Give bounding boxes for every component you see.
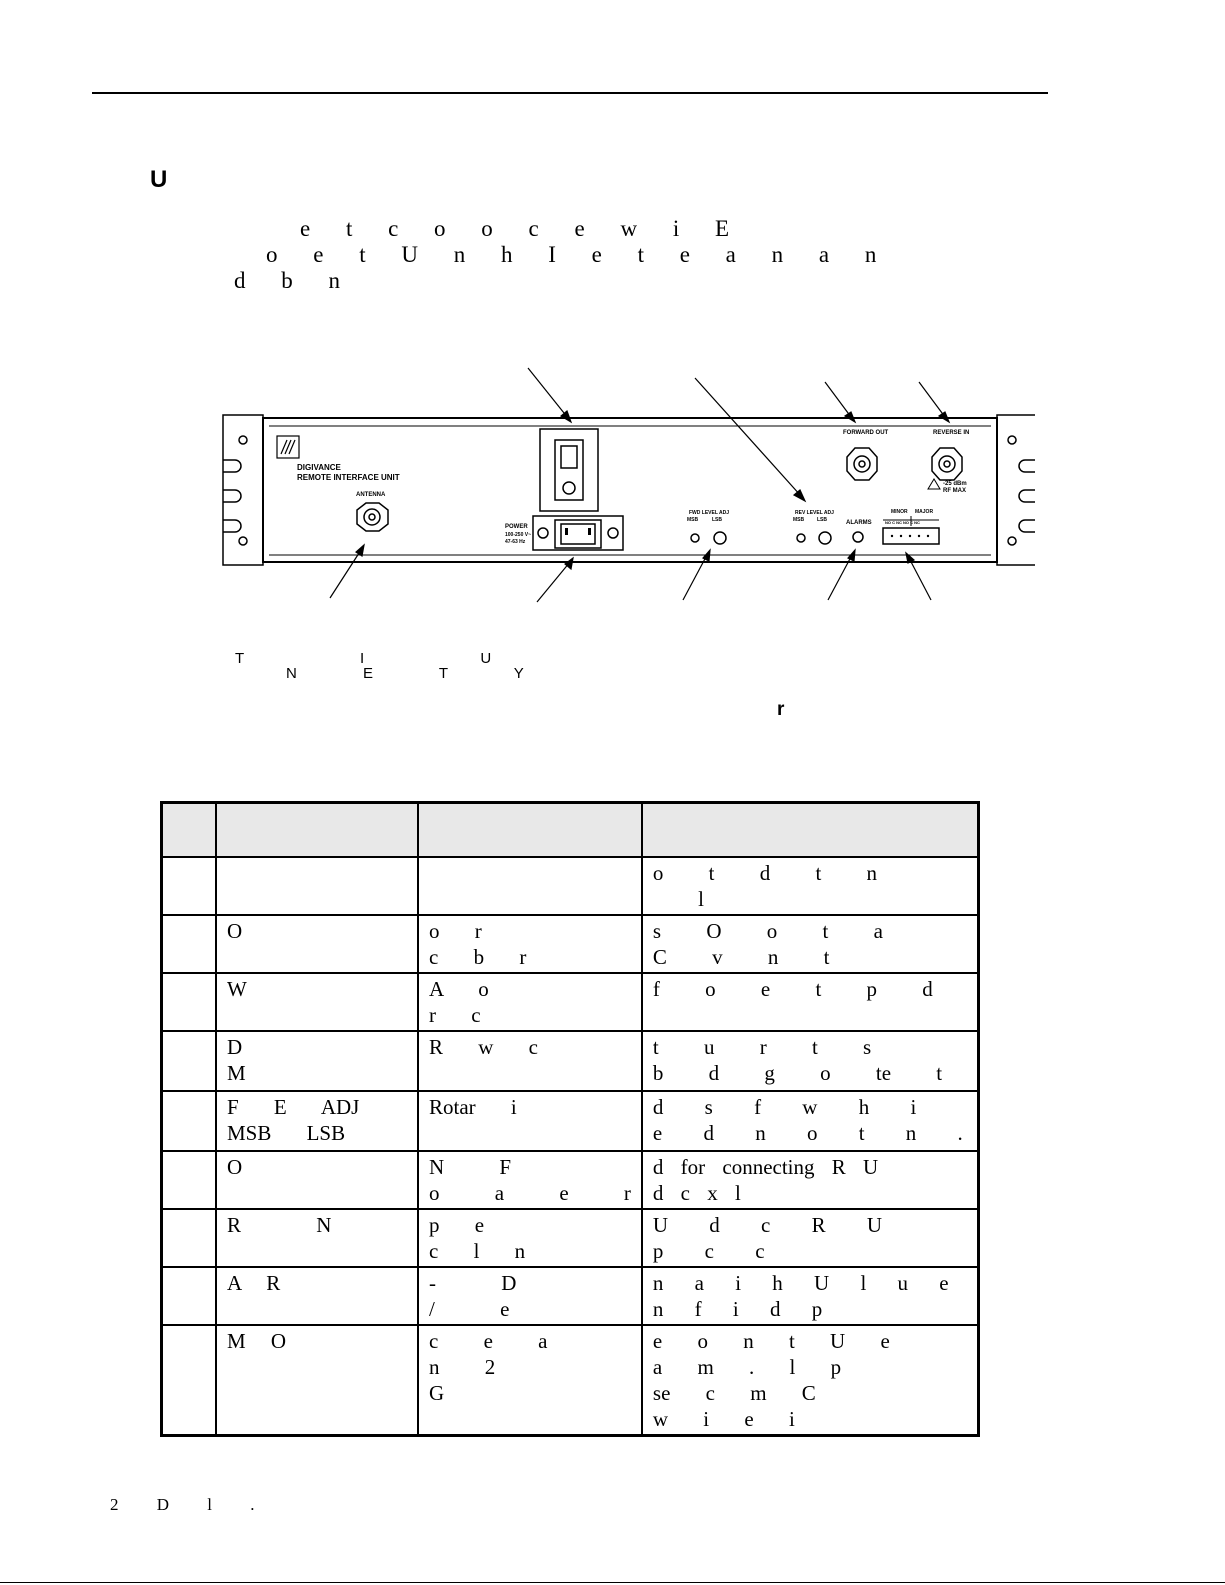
figure-caption-line-2: N E T Y bbox=[286, 665, 525, 682]
reverse-in-label: REVERSE IN bbox=[933, 430, 969, 436]
section-heading: U bbox=[150, 166, 168, 193]
cell-ref bbox=[160, 1208, 217, 1268]
cell-type: c e a n 2 G bbox=[417, 1324, 643, 1437]
intro-line-1: e t c o o c e w i E bbox=[300, 216, 730, 241]
table-row: O o r c b r s O o t a C v n t bbox=[160, 914, 980, 974]
table-row: D M R w c t u r t s b d g o te t bbox=[160, 1030, 980, 1092]
table-header-row bbox=[160, 801, 980, 858]
cell-ref bbox=[160, 1030, 217, 1092]
cell-item: D M bbox=[215, 1030, 419, 1092]
intro-line-2: o e t U n h I e t e a n a n bbox=[266, 242, 877, 267]
footer-rule bbox=[0, 1582, 1225, 1583]
rev-msb-label: MSB bbox=[793, 517, 805, 523]
cell-description: U d c R U p c c bbox=[640, 1208, 980, 1268]
cell-type: - D / e bbox=[417, 1266, 643, 1326]
power-rating-2: 47-63 Hz bbox=[505, 539, 526, 545]
panel-components-table: o t d t n l O o r c b r s O o t a C v n … bbox=[160, 801, 980, 1437]
cell-item: O bbox=[215, 1150, 419, 1210]
power-label: POWER bbox=[505, 524, 528, 530]
cell-item: M O bbox=[215, 1324, 419, 1437]
major-label: MAJOR bbox=[915, 509, 933, 515]
figure-caption-line-1: T I U bbox=[235, 650, 493, 667]
page-footer: 2 D l . bbox=[110, 1495, 255, 1514]
cell-description: d for connecting R U d c x l bbox=[640, 1150, 980, 1210]
table-row: W A o r c f o e t p d bbox=[160, 972, 980, 1032]
cell-item bbox=[215, 856, 419, 916]
unit-label: REMOTE INTERFACE UNIT bbox=[297, 473, 400, 482]
cell-item: A R bbox=[215, 1266, 419, 1326]
cell-ref bbox=[160, 1150, 217, 1210]
minor-label: MINOR bbox=[891, 509, 908, 515]
warning-icon bbox=[927, 478, 941, 490]
cell-description: d s f w h i e d n o t n . bbox=[640, 1090, 980, 1152]
header-rule bbox=[92, 92, 1048, 94]
cell-ref bbox=[160, 856, 217, 916]
cell-item: F E ADJ MSB LSB bbox=[215, 1090, 419, 1152]
table-row: o t d t n l bbox=[160, 856, 980, 916]
cell-type bbox=[417, 856, 643, 916]
fwd-lsb-label: LSB bbox=[712, 517, 722, 523]
rf-max-label-2: RF MAX bbox=[943, 488, 966, 494]
contacts-label: NO C NC NO C NC bbox=[885, 520, 920, 525]
cell-ref bbox=[160, 1266, 217, 1326]
fwd-msb-label: MSB bbox=[687, 517, 699, 523]
cell-type: A o r c bbox=[417, 972, 643, 1032]
cell-item: R N bbox=[215, 1208, 419, 1268]
cell-ref bbox=[160, 1324, 217, 1437]
cell-ref bbox=[160, 914, 217, 974]
riu-front-panel-diagram: DIGIVANCE REMOTE INTERFACE UNIT ANTENNA bbox=[222, 367, 1035, 603]
cell-item: W bbox=[215, 972, 419, 1032]
table-row: A R - D / e n a i h U l u e n f i d p bbox=[160, 1266, 980, 1326]
rev-lsb-label: LSB bbox=[817, 517, 827, 523]
header-description bbox=[640, 801, 980, 858]
fwd-level-label: FWD LEVEL ADJ bbox=[689, 510, 729, 516]
brand-label: DIGIVANCE bbox=[297, 463, 342, 472]
forward-out-label: FORWARD OUT bbox=[843, 430, 889, 436]
cell-type: N F o a e r bbox=[417, 1150, 643, 1210]
rev-level-label: REV LEVEL ADJ bbox=[795, 510, 834, 516]
table-row: R N p e c l n U d c R U p c c bbox=[160, 1208, 980, 1268]
cell-type: p e c l n bbox=[417, 1208, 643, 1268]
figure-caption-note: r bbox=[777, 699, 785, 720]
antenna-label: ANTENNA bbox=[356, 492, 386, 498]
table-row: O N F o a e r d for connecting R U d c x… bbox=[160, 1150, 980, 1210]
alarms-label: ALARMS bbox=[846, 520, 872, 526]
cell-description: e o n t U e a m . l p se c m C w i e i bbox=[640, 1324, 980, 1437]
cell-type: o r c b r bbox=[417, 914, 643, 974]
cell-type: R w c bbox=[417, 1030, 643, 1092]
cell-ref bbox=[160, 1090, 217, 1152]
cell-description: f o e t p d bbox=[640, 972, 980, 1032]
rf-max-label-1: -25 dBm bbox=[943, 481, 967, 487]
header-item bbox=[215, 801, 419, 858]
table-row: F E ADJ MSB LSB Rotar i d s f w h i e d … bbox=[160, 1090, 980, 1152]
header-ref bbox=[160, 801, 217, 858]
cell-description: o t d t n l bbox=[640, 856, 980, 916]
cell-ref bbox=[160, 972, 217, 1032]
power-rating-1: 100-250 V~ bbox=[505, 532, 531, 538]
header-type bbox=[417, 801, 643, 858]
cell-description: s O o t a C v n t bbox=[640, 914, 980, 974]
cell-type: Rotar i bbox=[417, 1090, 643, 1152]
cell-item: O bbox=[215, 914, 419, 974]
cell-description: t u r t s b d g o te t bbox=[640, 1030, 980, 1092]
table-row: M O c e a n 2 G e o n t U e a m . l p se… bbox=[160, 1324, 980, 1437]
intro-line-3: d b n bbox=[234, 268, 340, 293]
cell-description: n a i h U l u e n f i d p bbox=[640, 1266, 980, 1326]
